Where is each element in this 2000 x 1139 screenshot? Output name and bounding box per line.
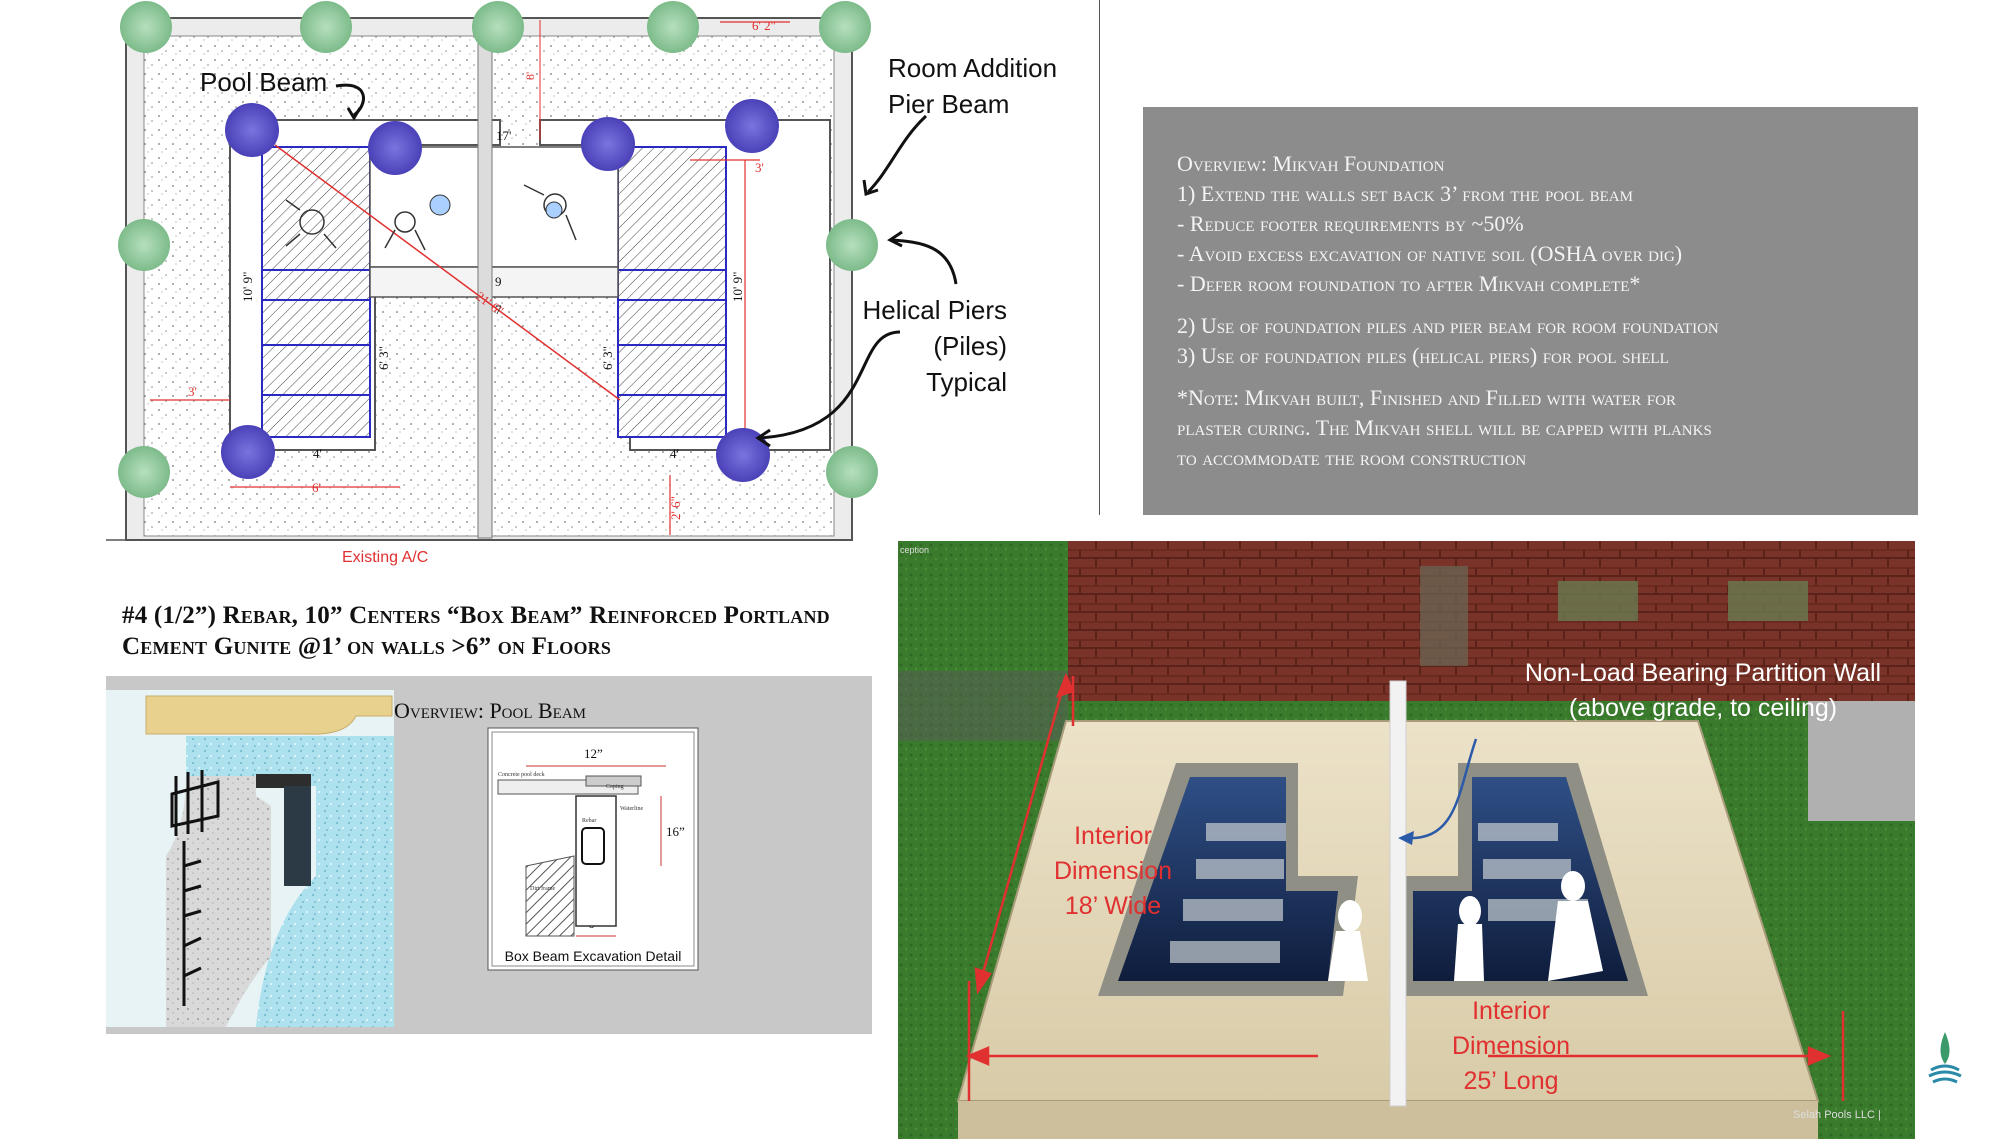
helical-piers-label-line1: Helical Piers (Piles) (862, 295, 1008, 361)
render-watermark-top: ception (900, 545, 929, 555)
room-addition-label: Room Addition Pier Beam (888, 50, 1057, 122)
partition-label-line1: Non-Load Bearing Partition Wall (1525, 659, 1881, 687)
overview-line: 3) Use of foundation piles (helical pier… (1177, 343, 1669, 368)
green-pier (300, 1, 352, 53)
dim-center-top: 17' (496, 128, 511, 143)
label-dirt-frame: Dirt frame (530, 885, 555, 892)
dim-left-inner: 6' 3" (376, 346, 391, 370)
label-waterline: Waterline (620, 806, 644, 812)
divider-line (1099, 0, 1100, 515)
dim-left-bottom-span: 6' (312, 480, 321, 495)
dim-right-inner: 6' 3" (600, 346, 615, 370)
green-pier (826, 219, 878, 271)
dim-12: 12” (584, 746, 603, 761)
dim-left-bottom: 4' (313, 446, 322, 461)
floor-plan: 6' 2" 17' 3' 3' 10' 9" 10' 9" 6' 3" 6' 3… (100, 0, 1110, 570)
render-watermark-bottom: Selah Pools LLC | (1793, 1109, 1881, 1121)
mikvah-overview-panel: Overview: Mikvah Foundation 1) Extend th… (1143, 107, 1918, 515)
green-pier (118, 219, 170, 271)
dim-right-setback: 3' (755, 160, 764, 175)
existing-ac-label: Existing A/C (342, 549, 428, 566)
blue-pier (225, 103, 279, 157)
dim-top-right: 6' 2" (752, 18, 776, 33)
pool-beam-panel: Overview: Pool Beam 12” 16” 6” Concrete … (106, 676, 872, 1034)
rebar-spec-line2: Cement Gunite @1’ on walls >6” on Floors (122, 633, 612, 660)
pool-beam-label: Pool Beam (200, 67, 328, 97)
label-coping: Coping (606, 784, 624, 790)
dim-left-setback: 3' (188, 384, 197, 399)
label-concrete-deck: Concrete pool deck (498, 772, 545, 778)
blue-pier (221, 425, 275, 479)
long-label-line3: 25’ Long (1464, 1067, 1559, 1095)
rebar-spec-line1: #4 (1/2”) Rebar, 10” Centers “Box Beam” … (122, 602, 830, 629)
dim-vertical-8: 8' (523, 72, 537, 80)
overview-line: - Avoid excess excavation of native soil… (1177, 241, 1683, 266)
blue-pier (725, 99, 779, 153)
box-beam-caption: Box Beam Excavation Detail (505, 948, 682, 964)
dim-left-side: 10' 9" (240, 272, 255, 302)
overview-line: 2) Use of foundation piles and pier beam… (1177, 313, 1719, 338)
company-logo-icon (1925, 1030, 1965, 1088)
dim-center-7: 7 (495, 302, 502, 317)
wide-label-line3: 18’ Wide (1065, 892, 1161, 920)
helical-piers-label: Helical Piers (Piles) Typical (782, 292, 1008, 400)
overview-note: to accommodate the room construction (1177, 445, 1527, 470)
rebar-spec: #4 (1/2”) Rebar, 10” Centers “Box Beam” … (122, 600, 842, 662)
green-pier (819, 1, 871, 53)
room-addition-label-line1: Room Addition (888, 53, 1058, 83)
wide-label-line2: Dimension (1054, 857, 1172, 885)
green-pier (472, 1, 524, 53)
blue-pier (716, 428, 770, 482)
overview-note: plaster curing. The Mikvah shell will be… (1177, 415, 1712, 440)
long-label-line2: Dimension (1452, 1032, 1570, 1060)
green-pier (647, 1, 699, 53)
overview-line: - Reduce footer requirements by ~50% (1177, 211, 1524, 236)
partition-label-line2: (above grade, to ceiling) (1569, 694, 1837, 722)
dim-right-drop: 2' 6" (668, 496, 683, 520)
blue-pier (581, 117, 635, 171)
overview-title: Overview: Mikvah Foundation (1177, 151, 1445, 176)
helical-piers-label-line2: Typical (926, 367, 1007, 397)
room-addition-label-line2: Pier Beam (888, 89, 1010, 119)
wide-label-line1: Interior (1074, 822, 1152, 850)
green-pier (118, 446, 170, 498)
long-label-line1: Interior (1472, 997, 1550, 1025)
overview-line: 1) Extend the walls set back 3’ from the… (1177, 181, 1633, 206)
dim-16: 16” (666, 824, 685, 839)
overview-note: *Note: Mikvah built, Finished and Filled… (1177, 385, 1676, 410)
green-pier (120, 1, 172, 53)
green-pier (826, 446, 878, 498)
overview-line: - Defer room foundation to after Mikvah … (1177, 271, 1641, 296)
dim-right-bottom: 4' (670, 446, 679, 461)
dim-right-side: 10' 9" (730, 272, 745, 302)
pool-rendering: ception Selah Pools LLC | Non-Load Beari… (898, 541, 1915, 1139)
dim-center-9: 9 (495, 274, 502, 289)
blue-pier (368, 121, 422, 175)
pool-beam-detail-title: Overview: Pool Beam (394, 698, 586, 723)
label-rebar: Rebar (582, 818, 596, 824)
